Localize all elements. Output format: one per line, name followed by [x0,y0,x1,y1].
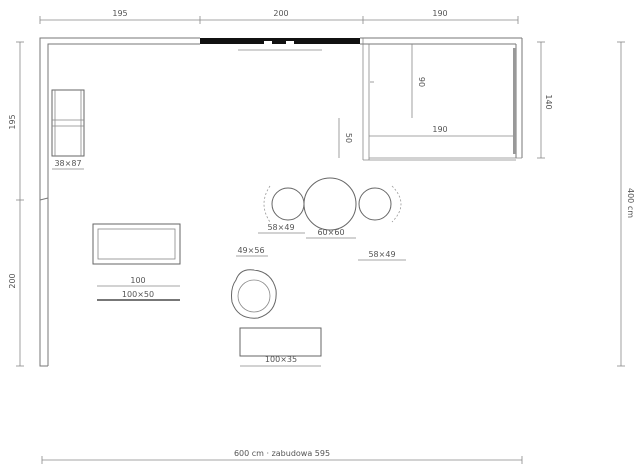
chair-left-label: 58×49 [267,223,294,232]
bed-side-dimension-line [537,41,545,159]
top-dimension-line [39,16,519,24]
bed-width-label: 190 [432,125,447,134]
window [200,38,360,51]
dim-bottom-total: 600 cm · zabudowa 595 [234,449,330,458]
dining-set [258,177,406,261]
left-dimension-line [16,41,24,367]
bench [239,327,322,367]
table-label: 60×60 [317,228,344,237]
shelf-unit [51,89,85,170]
sofa [92,223,181,301]
nightstand-label: 50 [344,133,353,143]
dim-right-total: 400 cm [626,188,635,218]
sofa-length-label: 100 [130,276,145,285]
dim-left-upper: 195 [8,114,17,129]
dim-top-left: 195 [112,9,127,18]
bed [338,44,516,158]
bench-label: 100×35 [265,355,297,364]
dim-top-right: 190 [432,9,447,18]
bed-inner-label: 90 [417,77,426,87]
bottom-dimension-line [41,456,523,464]
armchair [231,255,277,319]
dim-left-lower: 200 [8,273,17,288]
shelf-label: 38×87 [54,159,81,168]
dim-bed-side: 140 [544,94,553,109]
sofa-size-label: 100×50 [122,290,154,299]
dim-top-middle: 200 [273,9,288,18]
right-dimension-line [617,41,625,367]
chair-right-label: 58×49 [368,250,395,259]
armchair-label: 49×56 [237,246,264,255]
